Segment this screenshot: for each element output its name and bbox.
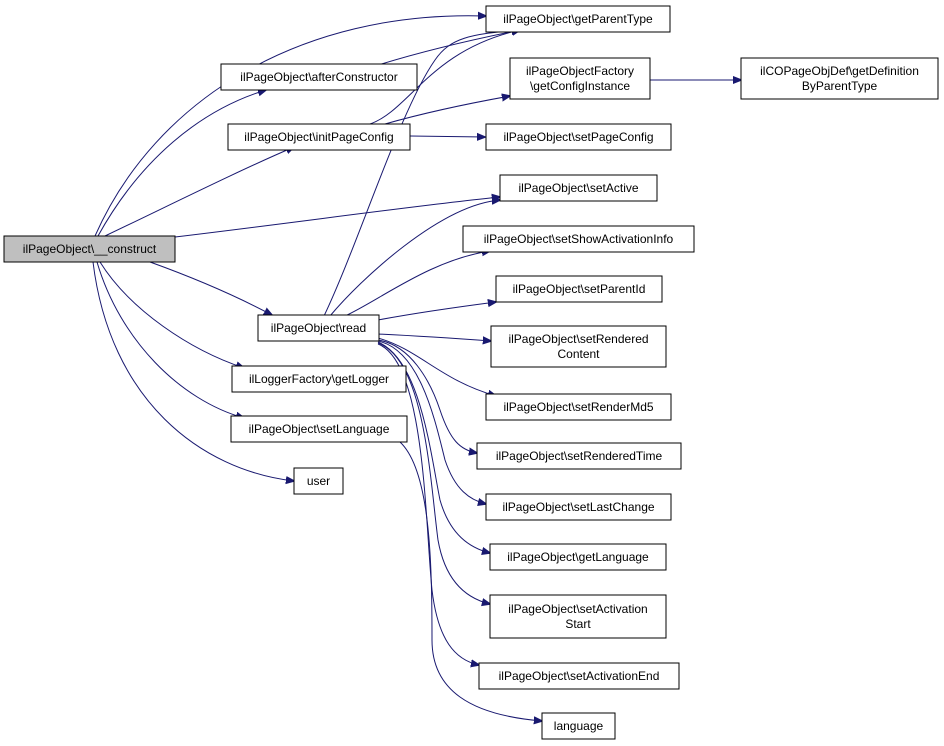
node-box bbox=[485, 123, 672, 151]
node-getLogger[interactable]: ilLoggerFactory\getLogger bbox=[231, 365, 407, 393]
node-setRenderedContent[interactable]: ilPageObject\setRendered Content bbox=[490, 325, 667, 368]
edge-read-setLastChange bbox=[377, 340, 486, 504]
node-setLastChange[interactable]: ilPageObject\setLastChange bbox=[485, 493, 672, 521]
nodes: ilPageObject\__construct ilPageObject\ge… bbox=[3, 5, 939, 740]
node-label: ByParentType bbox=[802, 79, 878, 93]
edge-read-getParentType bbox=[323, 30, 520, 317]
node-label: ilPageObject\setShowActivationInfo bbox=[484, 232, 674, 246]
node-label: ilPageObject\setParentId bbox=[513, 282, 646, 296]
node-setRenderMd5[interactable]: ilPageObject\setRenderMd5 bbox=[485, 393, 672, 421]
node-label: language bbox=[554, 719, 604, 733]
node-box bbox=[231, 365, 407, 393]
node-box bbox=[293, 467, 344, 495]
edge-setLanguage-language bbox=[399, 441, 542, 721]
node-box bbox=[489, 543, 667, 571]
node-label: \getConfigInstance bbox=[530, 79, 630, 93]
edges bbox=[92, 16, 741, 721]
node-setActive[interactable]: ilPageObject\setActive bbox=[499, 174, 658, 202]
node-box bbox=[495, 275, 663, 303]
node-label: ilPageObject\setLastChange bbox=[502, 500, 654, 514]
edge-construct-user bbox=[92, 261, 294, 481]
node-user[interactable]: user bbox=[293, 467, 344, 495]
node-label: ilPageObject\initPageConfig bbox=[244, 130, 393, 144]
node-setShowActivationInfo[interactable]: ilPageObject\setShowActivationInfo bbox=[462, 225, 695, 253]
node-setParentId[interactable]: ilPageObject\setParentId bbox=[495, 275, 663, 303]
node-box bbox=[499, 174, 658, 202]
node-setLanguage[interactable]: ilPageObject\setLanguage bbox=[230, 415, 408, 443]
node-getParentType[interactable]: ilPageObject\getParentType bbox=[485, 5, 671, 33]
node-box bbox=[485, 5, 671, 33]
node-label: ilPageObject\setActivationEnd bbox=[499, 669, 660, 683]
edge-read-setRenderMd5 bbox=[377, 337, 496, 396]
edge-read-setParentId bbox=[377, 302, 496, 321]
node-label: ilPageObject\setRenderedTime bbox=[496, 449, 663, 463]
node-label: ilPageObject\__construct bbox=[23, 242, 157, 256]
node-box bbox=[509, 57, 651, 100]
node-getDefinitionByParentType[interactable]: ilCOPageObjDef\getDefinition ByParentTyp… bbox=[740, 57, 939, 100]
node-label: Content bbox=[557, 347, 600, 361]
node-label: ilPageObject\setRendered bbox=[508, 332, 648, 346]
node-setActivationEnd[interactable]: ilPageObject\setActivationEnd bbox=[478, 662, 680, 690]
edge-construct-initPageConfig bbox=[104, 147, 294, 237]
node-box bbox=[227, 123, 411, 151]
edge-read-setActive bbox=[329, 200, 500, 317]
node-box bbox=[3, 235, 176, 263]
node-box bbox=[230, 415, 408, 443]
node-box bbox=[462, 225, 695, 253]
node-label: ilPageObject\afterConstructor bbox=[240, 70, 397, 84]
edge-construct-setActive bbox=[174, 197, 500, 238]
node-label: ilPageObject\setActive bbox=[518, 181, 638, 195]
edge-construct-getLogger bbox=[99, 261, 244, 368]
node-box bbox=[740, 57, 939, 100]
node-setRenderedTime[interactable]: ilPageObject\setRenderedTime bbox=[476, 442, 682, 470]
node-label: user bbox=[307, 474, 330, 488]
node-box bbox=[489, 594, 667, 639]
node-box bbox=[257, 314, 380, 342]
node-label: ilPageObject\setLanguage bbox=[249, 422, 390, 436]
node-label: ilCOPageObjDef\getDefinition bbox=[760, 64, 919, 78]
node-initPageConfig[interactable]: ilPageObject\initPageConfig bbox=[227, 123, 411, 151]
node-getConfigInstance[interactable]: ilPageObjectFactory \getConfigInstance bbox=[509, 57, 651, 100]
edge-construct-afterConstructor bbox=[97, 90, 266, 237]
node-box bbox=[220, 63, 418, 91]
edge-construct-read bbox=[149, 261, 272, 315]
node-label: ilPageObjectFactory bbox=[526, 64, 634, 78]
edge-read-setRenderedContent bbox=[377, 333, 491, 341]
node-label: ilPageObject\setActivation bbox=[508, 602, 647, 616]
node-afterConstructor[interactable]: ilPageObject\afterConstructor bbox=[220, 63, 418, 91]
node-construct[interactable]: ilPageObject\__construct bbox=[3, 235, 176, 263]
edge-initPageConfig-getParentType bbox=[369, 30, 520, 125]
node-label: ilPageObject\setPageConfig bbox=[503, 130, 653, 144]
node-label: ilPageObject\getParentType bbox=[503, 12, 653, 26]
node-box bbox=[485, 393, 672, 421]
edge-construct-setLanguage bbox=[96, 261, 244, 418]
node-language[interactable]: language bbox=[541, 712, 616, 740]
edge-read-setRenderedTime bbox=[377, 339, 477, 453]
edge-read-setShowActivationInfo bbox=[344, 251, 490, 317]
node-getLanguage[interactable]: ilPageObject\getLanguage bbox=[489, 543, 667, 571]
node-label: ilPageObject\read bbox=[271, 321, 366, 335]
node-box bbox=[490, 325, 667, 368]
node-box bbox=[476, 442, 682, 470]
node-label: ilPageObject\setRenderMd5 bbox=[503, 400, 653, 414]
node-read[interactable]: ilPageObject\read bbox=[257, 314, 380, 342]
node-box bbox=[478, 662, 680, 690]
node-label: ilLoggerFactory\getLogger bbox=[249, 372, 389, 386]
node-box bbox=[485, 493, 672, 521]
node-label: ilPageObject\getLanguage bbox=[507, 550, 649, 564]
edge-afterConstructor-getParentType bbox=[374, 30, 520, 67]
edge-initPageConfig-getConfigInstance bbox=[384, 96, 510, 125]
node-setActivationStart[interactable]: ilPageObject\setActivation Start bbox=[489, 594, 667, 639]
node-setPageConfig[interactable]: ilPageObject\setPageConfig bbox=[485, 123, 672, 151]
node-label: Start bbox=[565, 617, 591, 631]
node-box bbox=[541, 712, 616, 740]
edge-initPageConfig-setPageConfig bbox=[409, 136, 485, 137]
